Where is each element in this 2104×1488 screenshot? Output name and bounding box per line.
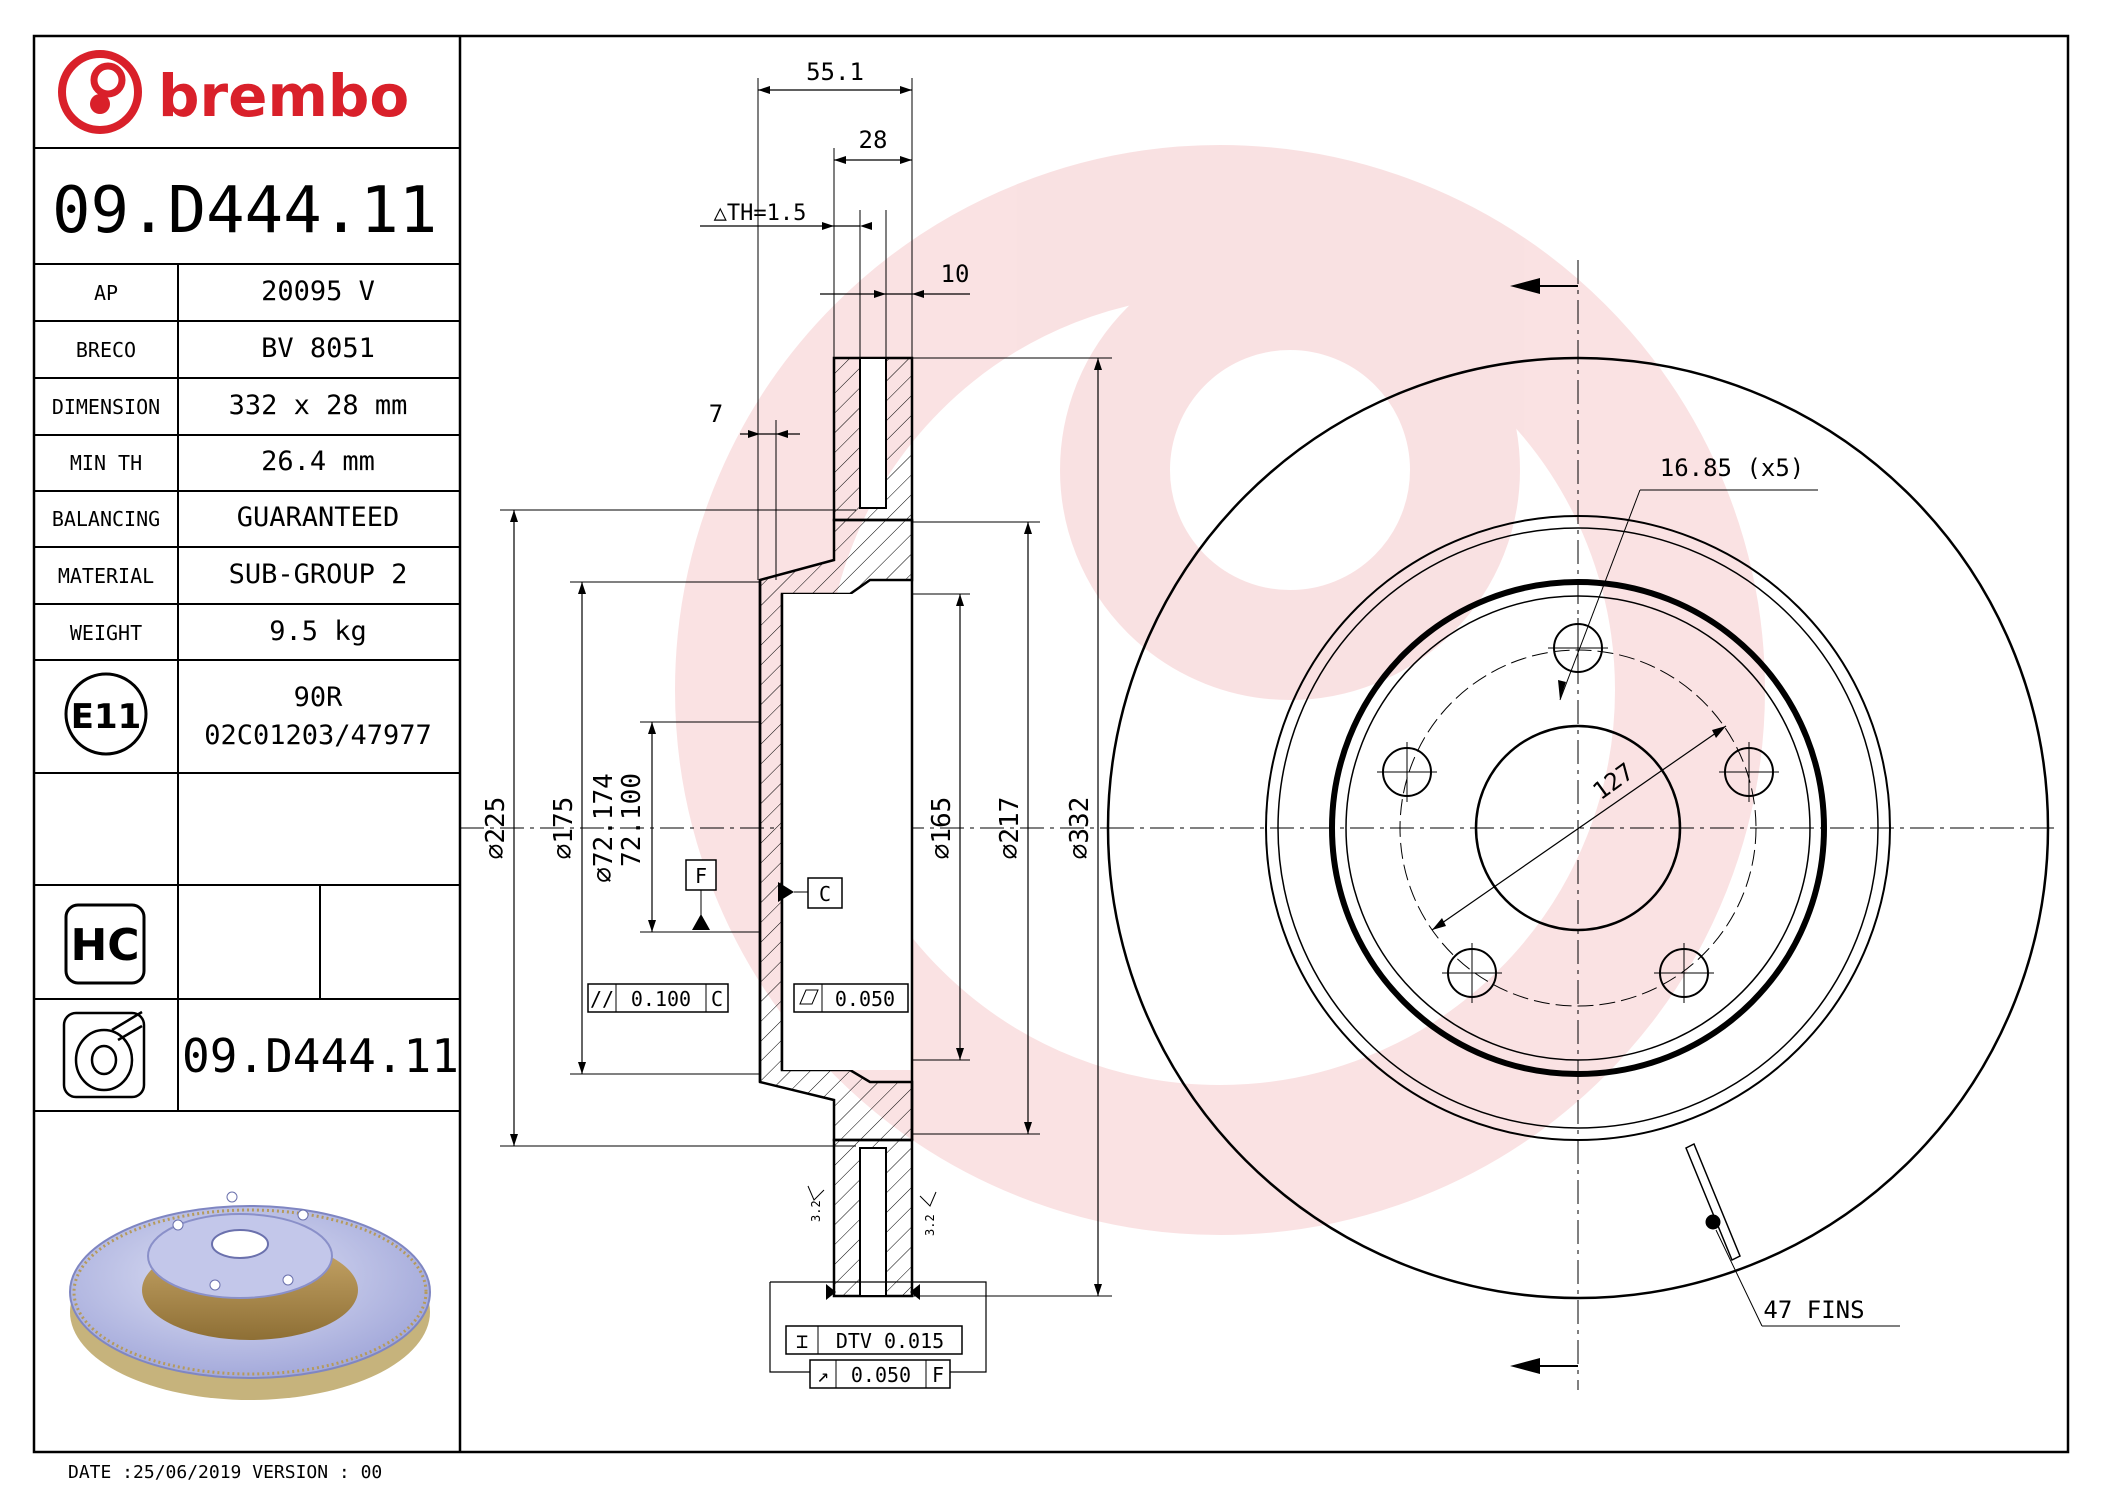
spec-label: MIN TH bbox=[70, 451, 142, 475]
dim-delta-th: △TH=1.5 bbox=[714, 201, 807, 226]
section-view: 55.1 28 △TH=1.5 10 7 ⌀225 ⌀175 ⌀72.174 7… bbox=[460, 58, 1112, 1389]
disc-3d-render bbox=[69, 1191, 431, 1400]
datum-c: C bbox=[778, 877, 843, 909]
svg-text:0.050: 0.050 bbox=[835, 987, 895, 1011]
dim-d165: ⌀165 bbox=[927, 797, 957, 860]
dim-d225: ⌀225 bbox=[481, 797, 511, 860]
spec-table: AP 20095 V BRECO BV 8051 DIMENSION 332 x… bbox=[52, 276, 408, 647]
spec-label: DIMENSION bbox=[52, 395, 160, 419]
part-number-footer: 09.D444.11 bbox=[182, 1029, 459, 1083]
spec-value: 26.4 mm bbox=[261, 446, 375, 477]
svg-text:3.2: 3.2 bbox=[923, 1214, 937, 1236]
part-number-title: 09.D444.11 bbox=[52, 174, 437, 248]
approval-mark: E11 90R 02C01203/47977 bbox=[64, 672, 432, 756]
spec-value: BV 8051 bbox=[261, 333, 375, 364]
disc-icon bbox=[62, 1010, 146, 1099]
spec-label: AP bbox=[94, 281, 118, 305]
flatness-tolerance: 0.050 bbox=[793, 983, 909, 1013]
drawing-frame bbox=[32, 34, 2070, 1454]
svg-text:0.100: 0.100 bbox=[631, 987, 691, 1011]
dim-offset: 7 bbox=[709, 400, 723, 428]
dtv-value: DTV 0.015 bbox=[836, 1329, 944, 1353]
parallelism-tolerance: // 0.100 C bbox=[587, 983, 729, 1013]
dim-overall-width: 55.1 bbox=[806, 58, 864, 86]
spec-label: BALANCING bbox=[52, 507, 160, 531]
spec-label: MATERIAL bbox=[58, 564, 154, 588]
dim-vent-width: 10 bbox=[941, 260, 970, 288]
svg-text://: // bbox=[590, 987, 614, 1011]
dim-d72-100: 72.100 bbox=[617, 773, 647, 867]
dim-holes: 16.85 (x5) bbox=[1660, 454, 1805, 482]
hc-badge-text: HC bbox=[70, 920, 139, 971]
dim-thickness: 28 bbox=[859, 126, 888, 154]
svg-text:C: C bbox=[711, 987, 723, 1011]
spec-value: SUB-GROUP 2 bbox=[229, 559, 408, 590]
dim-d217: ⌀217 bbox=[995, 797, 1025, 860]
svg-text:F: F bbox=[932, 1363, 944, 1387]
approval-regulation: 90R bbox=[294, 682, 344, 713]
dim-fins: 47 FINS bbox=[1763, 1296, 1864, 1324]
spec-value: GUARANTEED bbox=[237, 502, 400, 533]
spec-value: 9.5 kg bbox=[269, 616, 367, 647]
svg-text:C: C bbox=[819, 882, 831, 906]
svg-text:3.2: 3.2 bbox=[809, 1200, 823, 1222]
e11-mark: E11 bbox=[71, 697, 142, 737]
dim-d72-174: ⌀72.174 bbox=[589, 773, 619, 883]
spec-label: BRECO bbox=[76, 338, 136, 362]
svg-text:↗: ↗ bbox=[817, 1363, 829, 1387]
roughness-marks: 3.2 3.2 bbox=[807, 1185, 937, 1236]
svg-text:F: F bbox=[695, 864, 707, 888]
title-block bbox=[34, 147, 460, 1112]
brand-wordmark: brembo bbox=[158, 62, 409, 130]
datum-f: F bbox=[685, 859, 717, 930]
runout-value: 0.050 bbox=[851, 1363, 911, 1387]
bolt-holes bbox=[1377, 618, 1779, 1003]
dim-d332: ⌀332 bbox=[1065, 797, 1095, 860]
date-version: DATE :25/06/2019 VERSION : 00 bbox=[68, 1462, 382, 1483]
front-view bbox=[1106, 260, 2060, 1390]
spec-value: 20095 V bbox=[261, 276, 375, 307]
dim-d175: ⌀175 bbox=[549, 797, 579, 860]
approval-number: 02C01203/47977 bbox=[204, 720, 432, 751]
hc-badge: HC bbox=[64, 903, 146, 985]
spec-value: 332 x 28 mm bbox=[229, 390, 408, 421]
fins-marker bbox=[1685, 1142, 1900, 1327]
svg-text:⌶: ⌶ bbox=[796, 1329, 808, 1353]
brembo-logo: brembo bbox=[58, 50, 409, 134]
dtv-tolerance-box: ⌶ DTV 0.015 ↗ 0.050 F bbox=[769, 1281, 987, 1389]
spec-label: WEIGHT bbox=[70, 621, 142, 645]
